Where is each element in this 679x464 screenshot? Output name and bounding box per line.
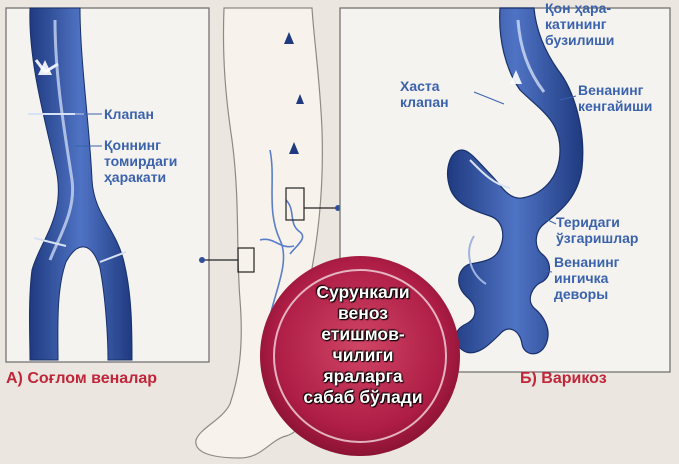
label-diseased-valve: Хаста клапан xyxy=(400,78,449,110)
label-thin-wall: Венанинг ингичка деворы xyxy=(554,254,620,302)
caption-healthy-veins: А) Соғлом веналар xyxy=(6,370,157,388)
label-vein-dilation: Венанинг кенгайиши xyxy=(578,82,652,114)
label-skin-changes: Теридаги ўзгаришлар xyxy=(556,214,638,246)
label-valve: Клапан xyxy=(104,106,154,122)
label-blood-flow: Қоннинг томирдаги ҳаракати xyxy=(104,137,177,185)
caption-varicose: Б) Варикоз xyxy=(520,370,607,388)
badge-text: Сурункали веноз етишмов- чилиги яраларга… xyxy=(270,282,456,408)
label-flow-disruption: Қон ҳара- катининг бузилиши xyxy=(545,0,614,48)
